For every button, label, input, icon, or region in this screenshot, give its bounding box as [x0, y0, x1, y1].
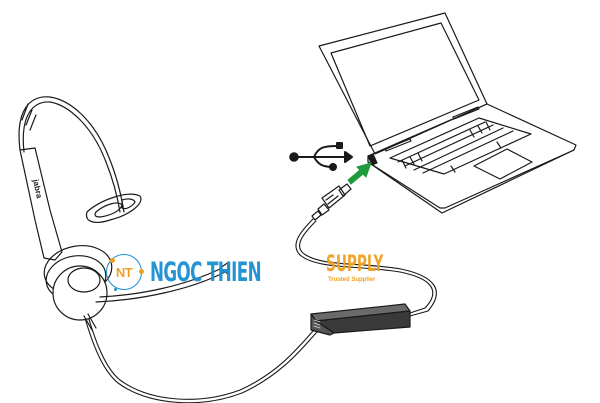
badge-dot: [139, 269, 144, 274]
badge-dot: [114, 288, 117, 291]
insert-direction-arrow-icon: [347, 162, 372, 185]
headset-brand-label: jabra: [31, 178, 44, 200]
watermark-badge-text: NT: [115, 264, 133, 280]
badge-dot: [110, 258, 115, 263]
watermark-supply-block: SUPPLY Trusted Supplier: [326, 252, 418, 283]
usb-trident-icon: [289, 142, 353, 171]
usb-plug-illustration: [311, 183, 352, 221]
watermark-logo: NT NGOC THIEN SUPPLY Trusted Supplier: [106, 250, 383, 294]
laptop-illustration: [318, 12, 577, 214]
watermark-tagline: Trusted Supplier: [328, 277, 376, 283]
inline-controller-illustration: [310, 303, 411, 336]
headset-illustration: jabra: [18, 96, 230, 331]
usb-cable: [295, 218, 437, 317]
watermark-badge-icon: NT: [106, 254, 144, 291]
watermark-supply-word: SUPPLY: [326, 252, 384, 277]
watermark-company-name: NGOC THIEN: [150, 256, 262, 288]
headset-cable: [84, 315, 318, 403]
